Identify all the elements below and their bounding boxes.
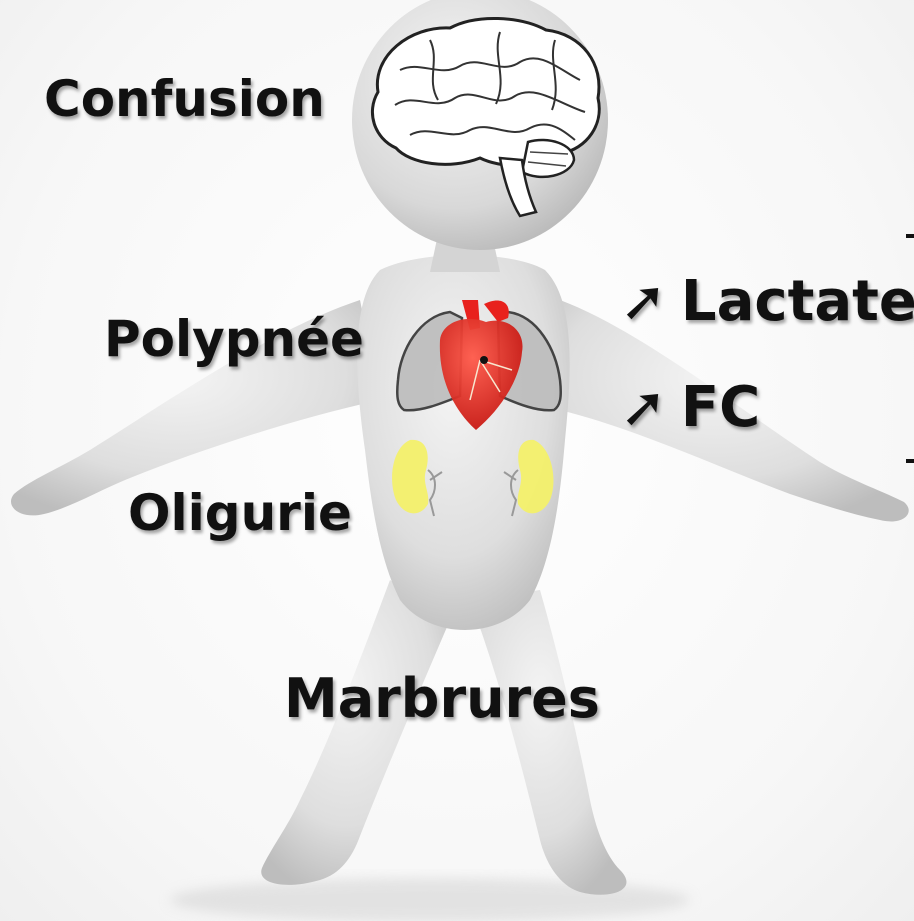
arrow-up-right-icon: ➚ <box>620 269 667 334</box>
label-fc: FC <box>681 375 760 440</box>
label-polypnee: Polypnée <box>104 314 364 364</box>
label-lactate: Lactate <box>681 269 914 334</box>
arrow-up-right-icon: ➚ <box>620 375 667 440</box>
label-marbrures: Marbrures <box>284 672 600 726</box>
divider-mark <box>906 459 914 463</box>
label-fc-increase: ➚FC <box>620 380 760 436</box>
label-oligurie: Oligurie <box>128 488 352 538</box>
label-confusion: Confusion <box>44 74 325 124</box>
label-lactate-increase: ➚Lactate <box>620 274 914 330</box>
divider-mark <box>906 234 914 238</box>
